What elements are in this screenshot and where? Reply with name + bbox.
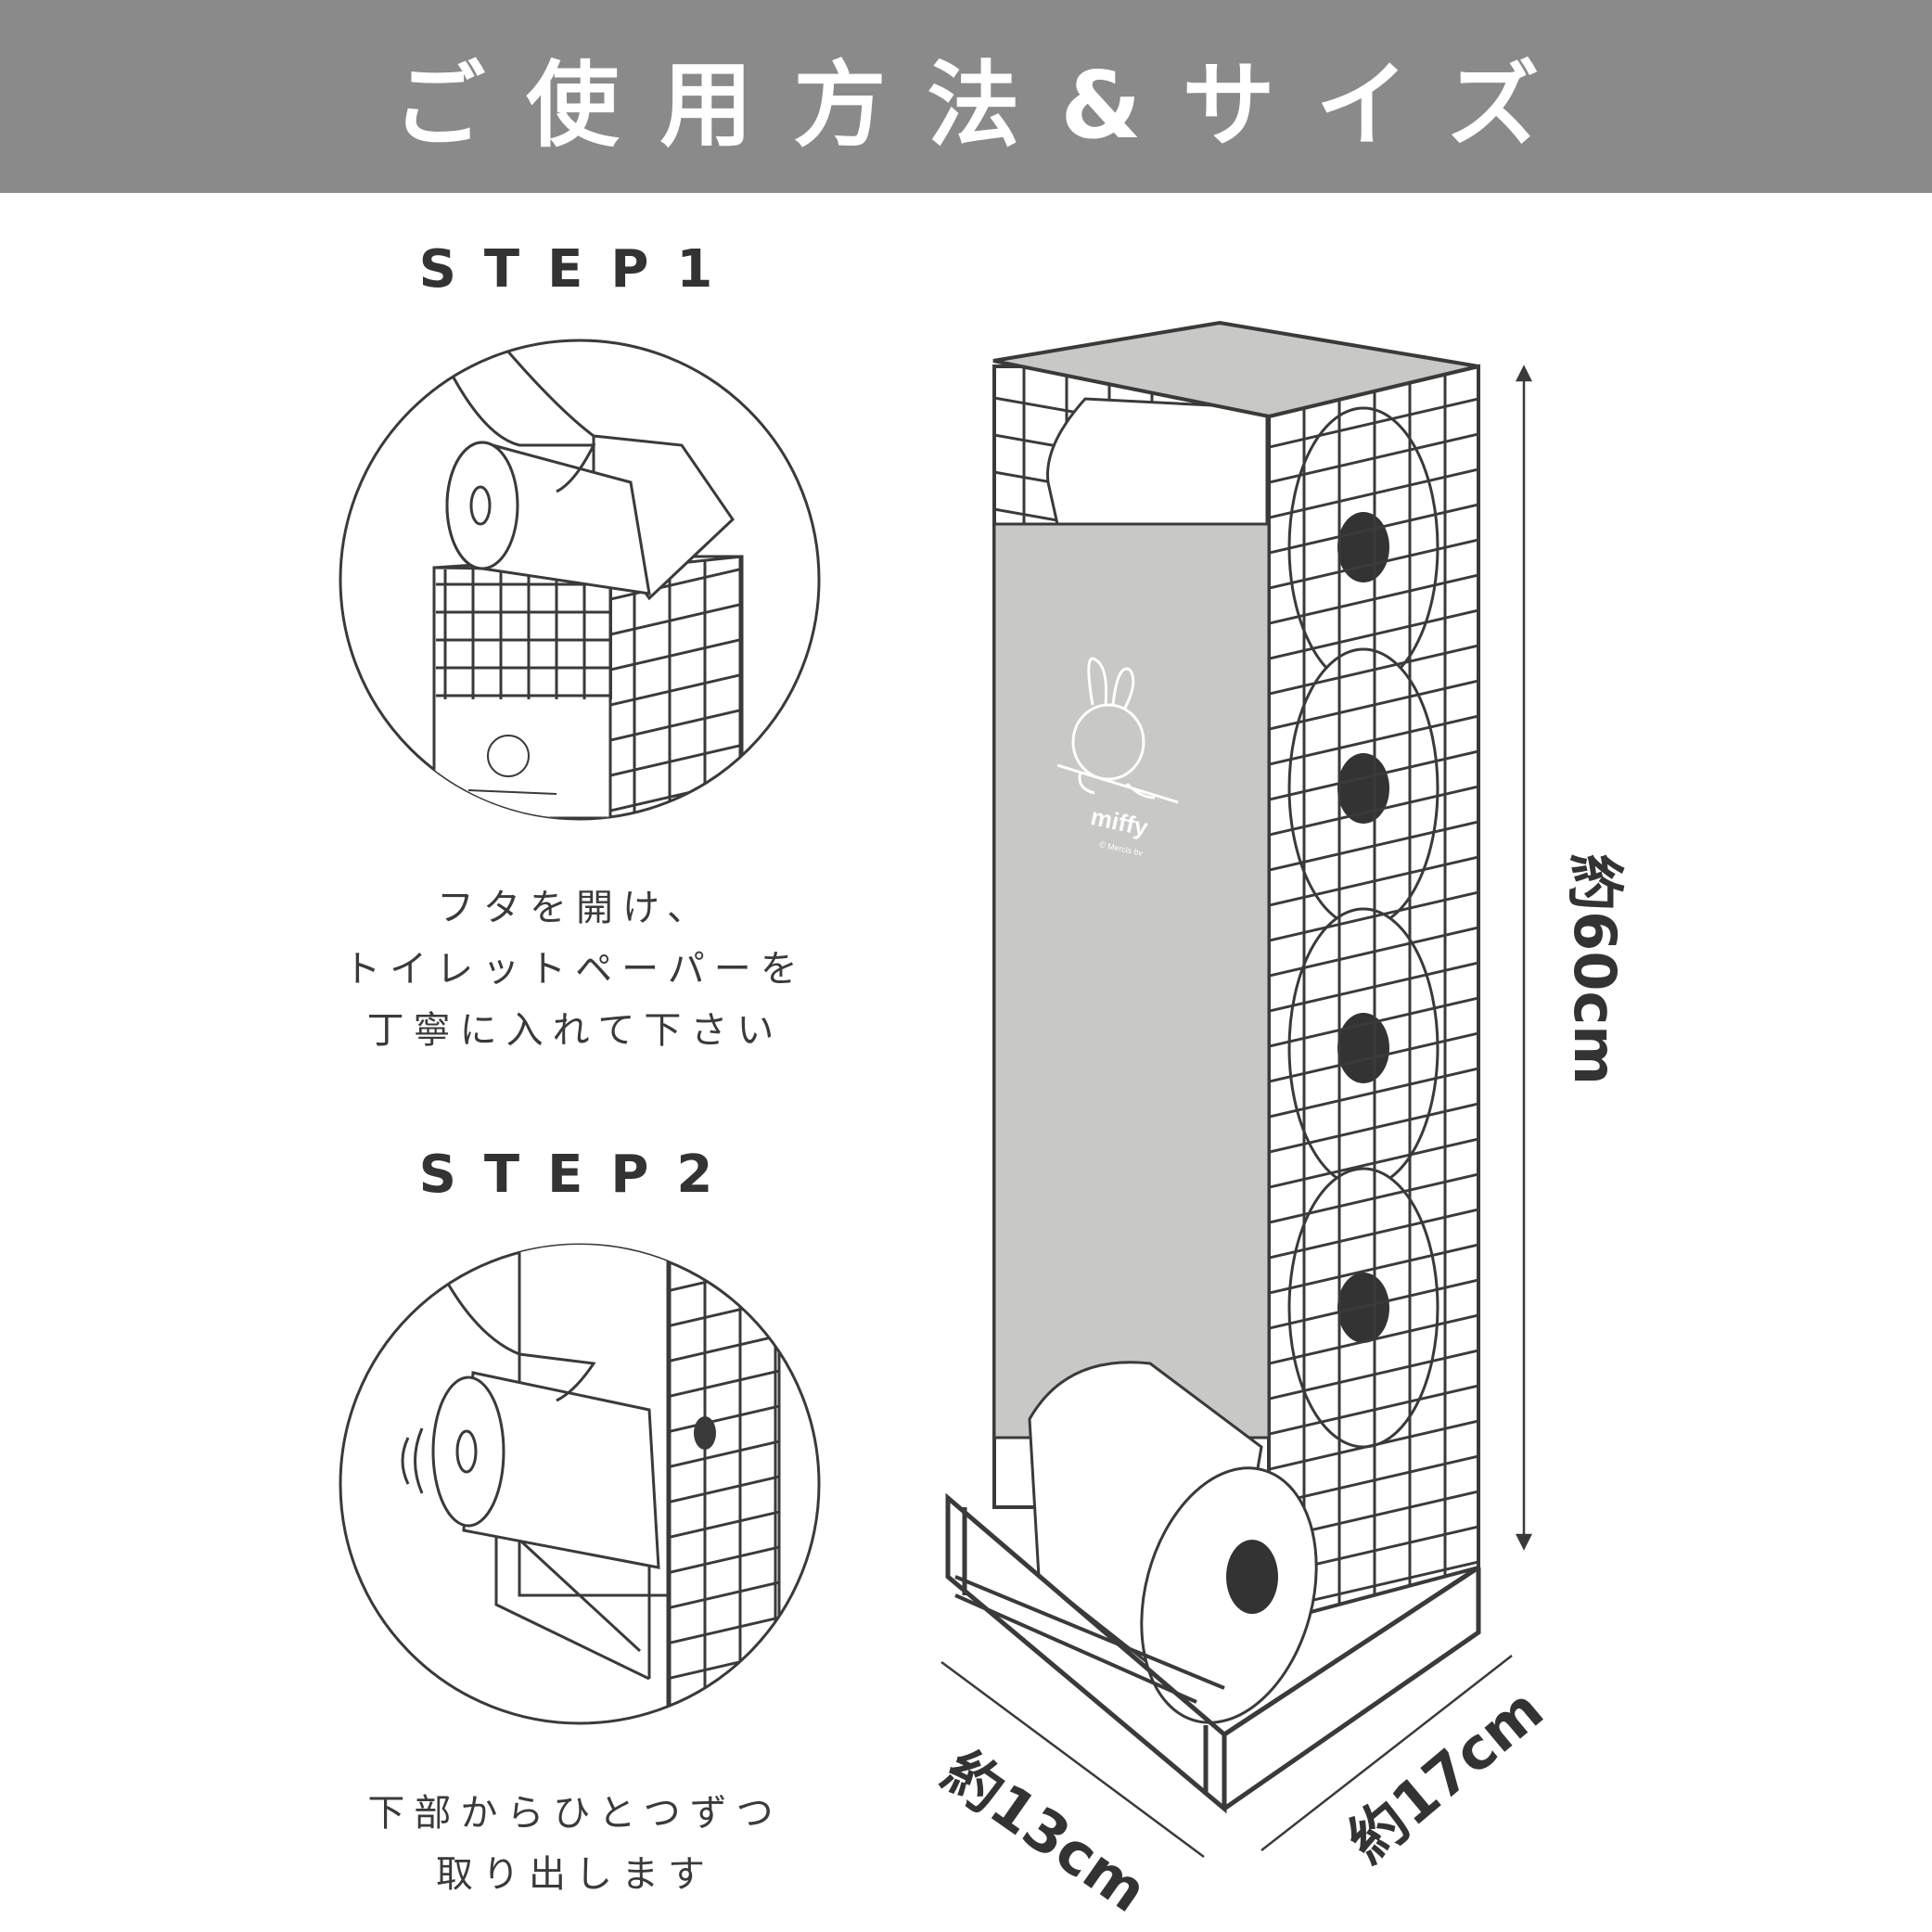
step1-illustration — [339, 339, 821, 821]
product-illustration: miffy © Mercis bv — [945, 320, 1481, 1814]
step1-description: フタを開け、 トイレットペーパーを 丁寧に入れて下さい — [306, 877, 844, 1061]
height-dimension: 約60cm — [1560, 853, 1629, 1085]
step1-line: フタを開け、 — [437, 887, 713, 929]
header-banner: ご使用方法&サイズ — [0, 0, 1932, 193]
step2-label: STEP2 — [418, 1145, 741, 1205]
step2-line: 下部からひとつずつ — [367, 1792, 783, 1835]
step2-line: 取り出します — [436, 1853, 714, 1896]
step2-description: 下部からひとつずつ 取り出します — [306, 1783, 844, 1905]
step2-illustration — [339, 1243, 821, 1725]
step1-line: 丁寧に入れて下さい — [366, 1009, 784, 1052]
miffy-character-icon — [1056, 657, 1179, 804]
step1-line: トイレットペーパーを — [343, 948, 807, 991]
step1-label: STEP1 — [418, 239, 741, 300]
page-title: ご使用方法&サイズ — [392, 50, 1580, 160]
dimension-lines — [940, 365, 1533, 1859]
